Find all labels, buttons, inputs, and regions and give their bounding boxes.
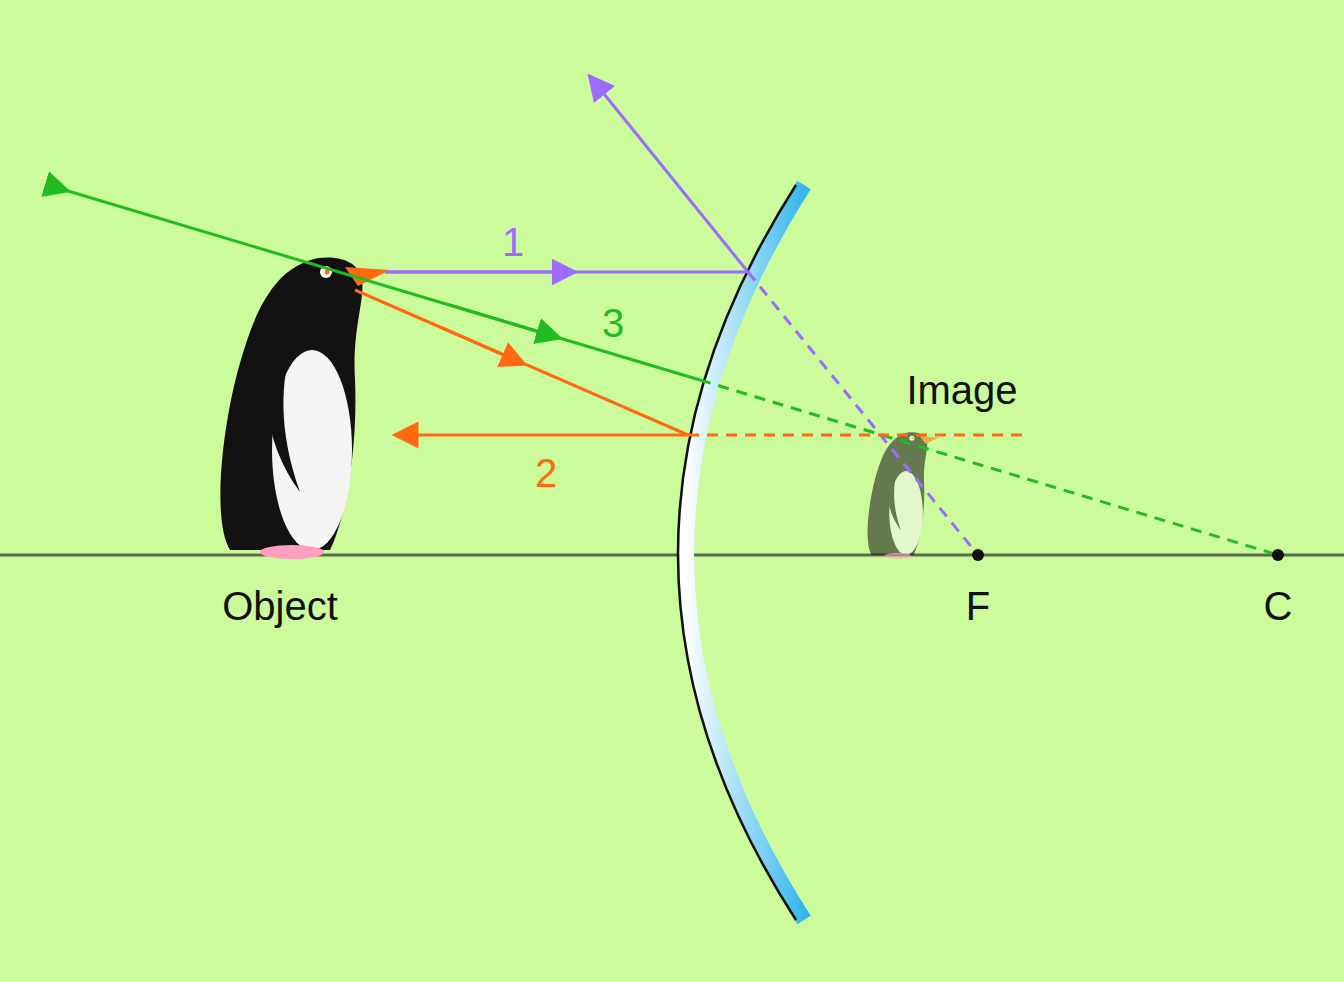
ray-arrow xyxy=(440,327,515,360)
ray-arrow xyxy=(385,271,565,274)
reflected-ray-1 xyxy=(596,84,748,272)
ray-3 xyxy=(58,188,700,380)
reflected-ray-2 xyxy=(405,434,688,437)
centre-point xyxy=(1272,549,1284,561)
convex-mirror xyxy=(686,185,804,920)
callout-number: 1 xyxy=(502,222,524,262)
mirror-edge xyxy=(678,185,796,920)
point-label: C xyxy=(1264,586,1293,626)
object-label: Object xyxy=(222,586,338,626)
image-label: Image xyxy=(906,370,1017,410)
ray-arrow xyxy=(450,305,550,335)
virtual-ray-2 xyxy=(688,434,1025,437)
point-label: F xyxy=(966,586,990,626)
object-penguin xyxy=(220,257,390,559)
virtual-ray-1 xyxy=(748,272,978,555)
focal-point xyxy=(972,549,984,561)
ray-1 xyxy=(385,271,748,274)
callout-number: 3 xyxy=(602,303,624,343)
ray-2 xyxy=(355,290,688,435)
callout-number: 2 xyxy=(535,453,557,493)
principal-axis xyxy=(0,554,1344,557)
